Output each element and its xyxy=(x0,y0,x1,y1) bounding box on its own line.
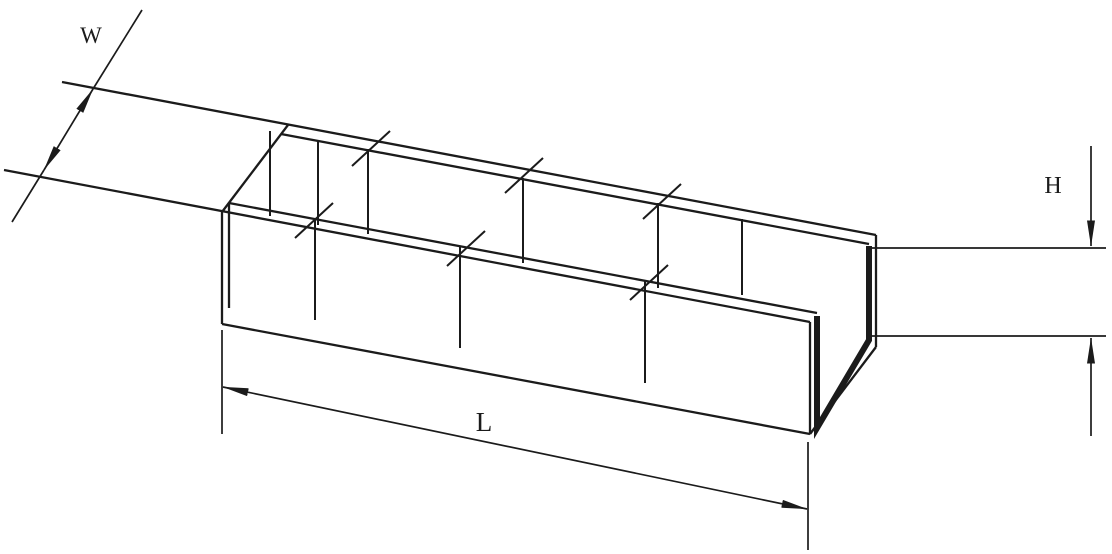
channel-outline xyxy=(3,80,878,436)
u-section-path xyxy=(814,246,872,439)
break-slash xyxy=(629,264,669,301)
left-end-width-edge xyxy=(221,124,289,213)
w-dimension-overshoot-top xyxy=(92,9,143,90)
bottom-near-edge xyxy=(221,322,811,436)
break-slash xyxy=(351,130,391,167)
dimension-h xyxy=(872,146,1106,436)
height-label: H xyxy=(1044,173,1061,199)
far-top-inner-edge xyxy=(280,132,870,246)
far-top-outer-edge xyxy=(61,80,877,237)
l-dimension-line xyxy=(222,386,808,510)
length-label: L xyxy=(476,407,493,437)
width-label: W xyxy=(80,23,102,48)
break-slash xyxy=(446,230,486,267)
break-slash xyxy=(642,183,682,220)
dimension-l xyxy=(221,330,809,550)
break-slash xyxy=(504,157,544,194)
break-marks xyxy=(269,130,743,383)
w-dimension-overshoot-bottom xyxy=(11,169,45,223)
drawing-root: W H L xyxy=(3,9,1106,550)
break-slash xyxy=(294,202,334,239)
dimension-w xyxy=(11,9,143,223)
w-dimension-line xyxy=(43,88,94,171)
section-cut-face xyxy=(814,246,872,439)
near-top-outer-edge xyxy=(3,168,811,324)
